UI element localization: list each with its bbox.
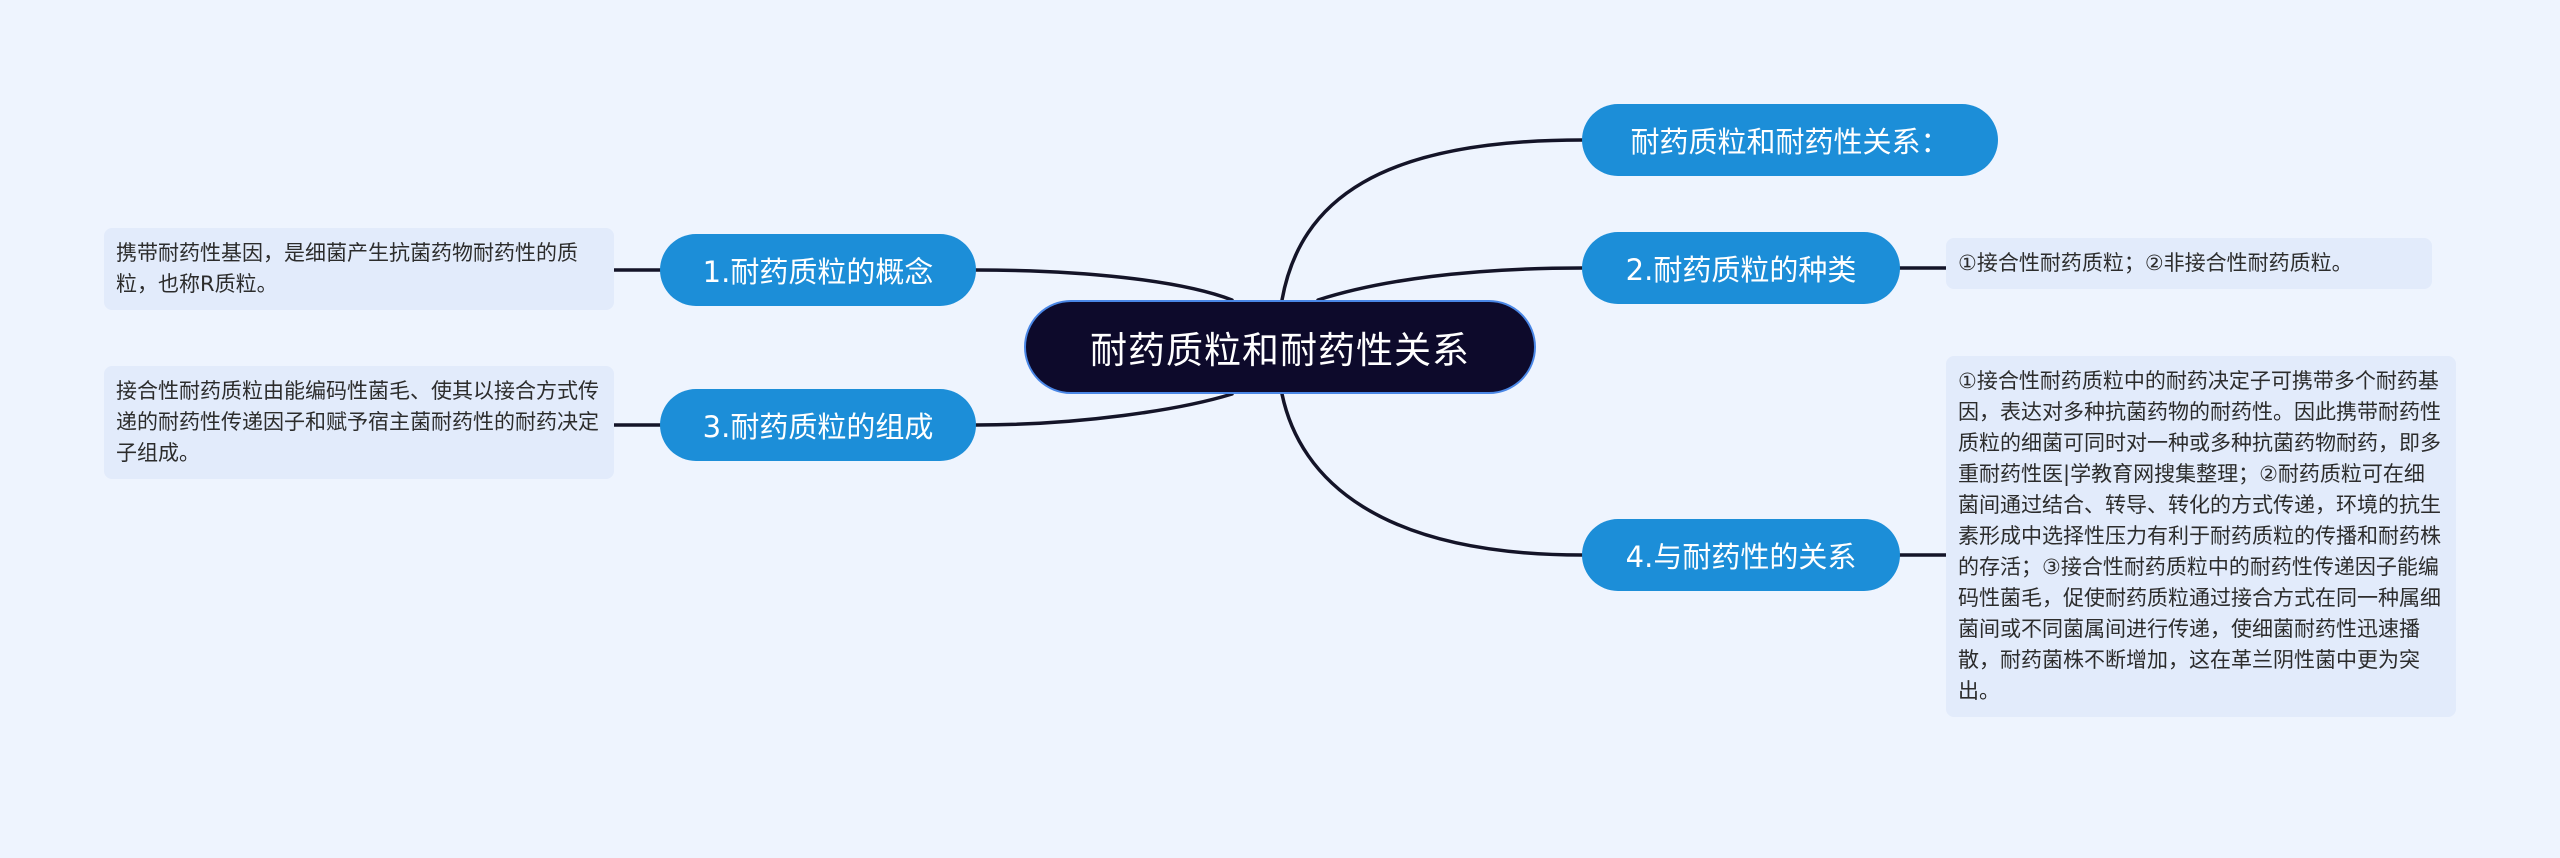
connector-root-to-types <box>1316 266 1584 302</box>
branch-relation-to-resistance[interactable]: 4.与耐药性的关系 <box>1582 519 1900 591</box>
branch-relation-header[interactable]: 耐药质粒和耐药性关系： <box>1582 104 1998 176</box>
leaf-relation-to-resistance[interactable]: ①接合性耐药质粒中的耐药决定子可携带多个耐药基因，表达对多种抗菌药物的耐药性。因… <box>1946 356 2456 717</box>
connector-root-to-composition <box>974 392 1234 427</box>
root-topic[interactable]: 耐药质粒和耐药性关系 <box>1024 300 1536 394</box>
branch-plasmid-types[interactable]: 2.耐药质粒的种类 <box>1582 232 1900 304</box>
branch-plasmid-concept[interactable]: 1.耐药质粒的概念 <box>660 234 976 306</box>
branch-plasmid-composition[interactable]: 3.耐药质粒的组成 <box>660 389 976 461</box>
connector-root-to-relation <box>1280 392 1584 557</box>
leaf-plasmid-composition[interactable]: 接合性耐药质粒由能编码性菌毛、使其以接合方式传递的耐药性传递因子和赋予宿主菌耐药… <box>104 366 614 479</box>
connector-root-to-relation-header <box>1280 138 1584 302</box>
leaf-plasmid-concept[interactable]: 携带耐药性基因，是细菌产生抗菌药物耐药性的质粒，也称R质粒。 <box>104 228 614 310</box>
leaf-plasmid-types[interactable]: ①接合性耐药质粒；②非接合性耐药质粒。 <box>1946 238 2432 289</box>
connector-root-to-concept <box>974 268 1234 302</box>
